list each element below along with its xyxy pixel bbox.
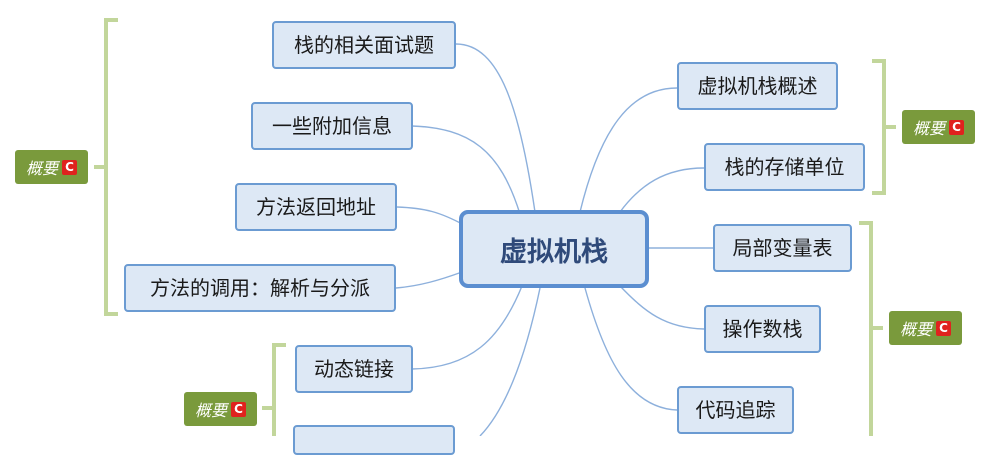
summary-label: 概要 [899,320,932,339]
bracket-left-upper [94,18,118,316]
topic-code-trace[interactable]: 代码追踪 [677,386,794,434]
topic-method-invocation[interactable]: 方法的调用：解析与分派 [124,264,396,312]
summary-badge-icon: C [231,401,246,417]
summary-left-lower[interactable]: 概要 C [184,392,257,426]
summary-badge-icon: C [62,159,77,175]
topic-local-variable-table[interactable]: 局部变量表 [713,224,852,272]
summary-label: 概要 [25,159,58,178]
connector-right-5 [584,287,678,411]
connector-left-4 [395,271,463,289]
topic-interview-questions[interactable]: 栈的相关面试题 [272,21,456,69]
topic-stack-storage-unit[interactable]: 栈的存储单位 [704,143,865,191]
connector-left-1 [455,43,536,213]
connector-right-1 [579,87,678,213]
connector-left-5 [411,285,523,370]
topic-cut-off[interactable] [293,425,455,455]
connector-left-3 [396,206,465,226]
summary-label: 概要 [912,119,945,138]
topic-return-address[interactable]: 方法返回地址 [235,183,397,231]
connector-right-4 [619,285,705,330]
topic-dynamic-linking[interactable]: 动态链接 [295,345,413,393]
summary-right-lower[interactable]: 概要 C [889,311,962,345]
topic-operand-stack[interactable]: 操作数栈 [704,305,821,353]
summary-right-upper[interactable]: 概要 C [902,110,975,144]
topic-vm-stack-overview[interactable]: 虚拟机栈概述 [677,62,838,110]
bracket-left-lower [262,343,286,436]
central-topic[interactable]: 虚拟机栈 [459,210,649,288]
summary-left-upper[interactable]: 概要 C [15,150,88,184]
connector-right-2 [619,167,705,213]
summary-label: 概要 [194,401,227,420]
bracket-right-upper [872,59,896,195]
summary-badge-icon: C [936,320,951,336]
topic-additional-info[interactable]: 一些附加信息 [251,102,413,150]
connector-left-2 [411,125,521,215]
summary-brackets [94,18,896,436]
connector-left-6 [479,287,541,436]
mindmap-canvas [94,18,896,436]
summary-badge-icon: C [949,119,964,135]
bracket-right-lower [859,221,883,436]
connectors [395,43,713,436]
